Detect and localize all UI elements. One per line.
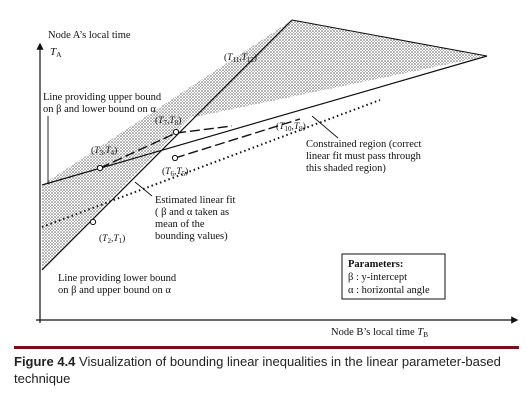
figure-caption: Figure 4.4 Visualization of bounding lin… (14, 353, 519, 387)
parameter-beta: β : y-intercept (348, 272, 407, 283)
x-axis-title: Node B’s local time TB (331, 327, 428, 339)
region-top-edge (291, 19, 488, 57)
constraint-segment (174, 118, 301, 159)
region-leader (311, 115, 339, 139)
region-label: this shaded region) (306, 163, 386, 174)
estimate-label: bounding values) (155, 231, 228, 242)
upper-line-label: on β and lower bound on α (43, 104, 156, 115)
estimate-label: ( β and α taken as (155, 207, 229, 218)
bounding-diagram: Node A’s local time TA Node B’s local ti… (36, 19, 519, 339)
estimate-label: Estimated linear fit (155, 195, 236, 206)
caption-rule (14, 346, 519, 349)
estimate-leader (134, 181, 153, 197)
lower-line-label: Line providing lower bound (58, 273, 177, 284)
data-point (96, 164, 104, 172)
parameters-box (341, 253, 446, 300)
y-axis-symbol: TA (50, 46, 62, 59)
estimated-fit-line (41, 99, 381, 228)
parameter-alpha: α : horizontal angle (348, 285, 430, 296)
caption-text: Visualization of bounding linear inequal… (14, 354, 501, 386)
point-label: (T3​,T4​) (91, 145, 117, 157)
constraint-segment (175, 125, 233, 134)
y-axis-title: Node A’s local time (48, 30, 131, 41)
upper-bound-line (41, 55, 488, 186)
parameters-title: Parameters: (348, 259, 403, 270)
point-label: (T2​,T1​) (99, 233, 125, 245)
figure-number: Figure 4.4 (14, 354, 76, 369)
point-label: (T11​,T12​) (224, 52, 257, 64)
data-point (89, 218, 97, 226)
point-label: (T10​,T9​) (276, 121, 306, 133)
data-point (171, 154, 179, 162)
upper-line-label: Line providing upper bound (43, 92, 162, 103)
point-label: (T7​,T8​) (155, 115, 181, 127)
data-point (172, 128, 180, 136)
region-label: Constrained region (correct (306, 139, 422, 150)
constrained-region (42, 20, 487, 270)
estimate-label: mean of the (155, 219, 205, 230)
point-label: (T6​,T5​) (162, 166, 188, 178)
lower-line-label: on β and upper bound on α (58, 285, 171, 296)
region-label: linear fit must pass through (306, 151, 422, 162)
lower-bound-line (41, 19, 293, 271)
